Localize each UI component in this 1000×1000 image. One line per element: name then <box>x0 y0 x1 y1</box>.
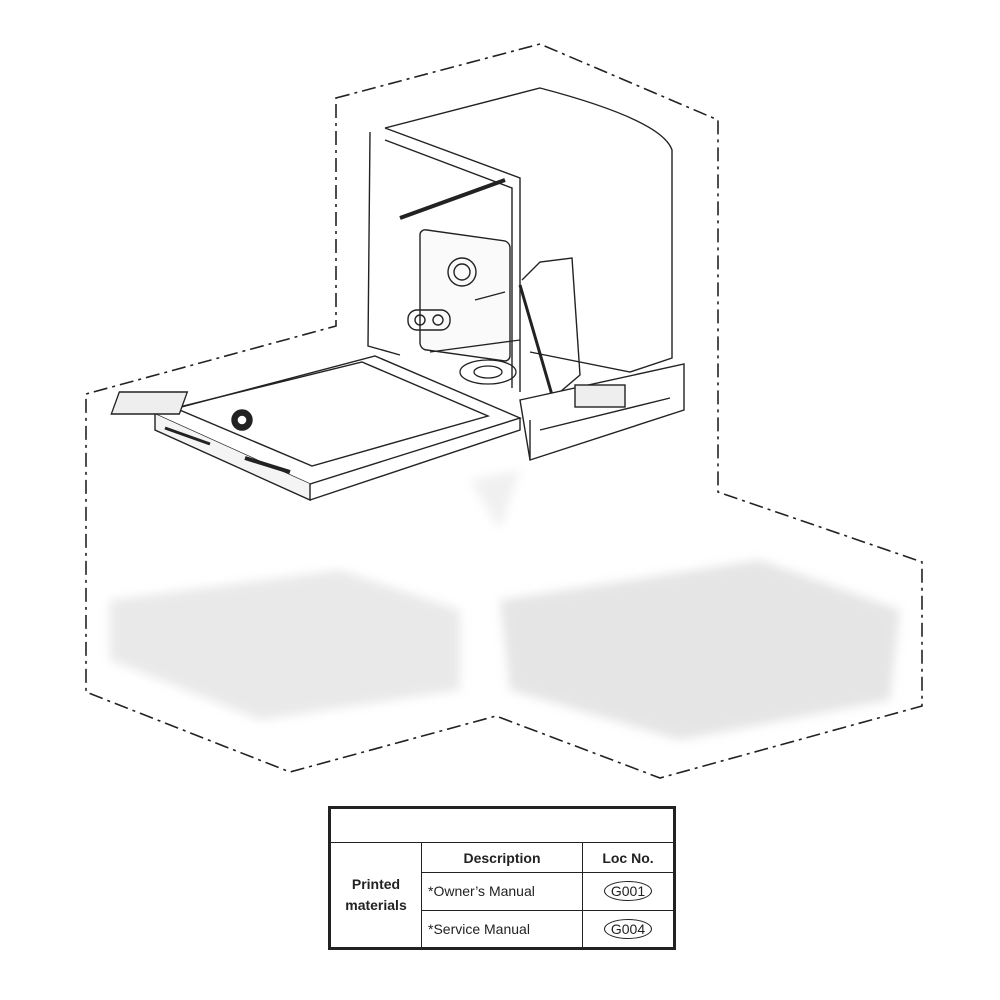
group-label-line1: Printed <box>351 876 401 892</box>
dishwasher-door <box>110 355 523 502</box>
description-header: Description <box>421 842 583 873</box>
spray-arm-assembly <box>429 339 521 385</box>
row-loc: G004 <box>582 909 674 948</box>
printed-materials-table: Printed materials Description Loc No. *O… <box>328 806 676 950</box>
row-loc: G001 <box>582 872 674 911</box>
loc-badge: G001 <box>603 881 653 902</box>
table-row: *Service Manual G004 <box>331 909 674 948</box>
group-label-line2: materials <box>345 897 407 913</box>
loc-badge: G004 <box>603 918 653 939</box>
upper-assembly-boundary <box>85 43 923 779</box>
table-row: *Owner’s Manual G001 <box>331 872 674 911</box>
base-frame <box>519 363 685 461</box>
row-description: *Owner’s Manual <box>421 872 583 911</box>
row-description: *Service Manual <box>421 909 583 948</box>
group-label: Printed materials <box>330 842 422 948</box>
blurred-rack-assemblies <box>110 470 900 740</box>
dishwasher-tub <box>367 87 673 396</box>
table-top-blank-row <box>330 808 674 843</box>
loc-header: Loc No. <box>582 842 674 873</box>
